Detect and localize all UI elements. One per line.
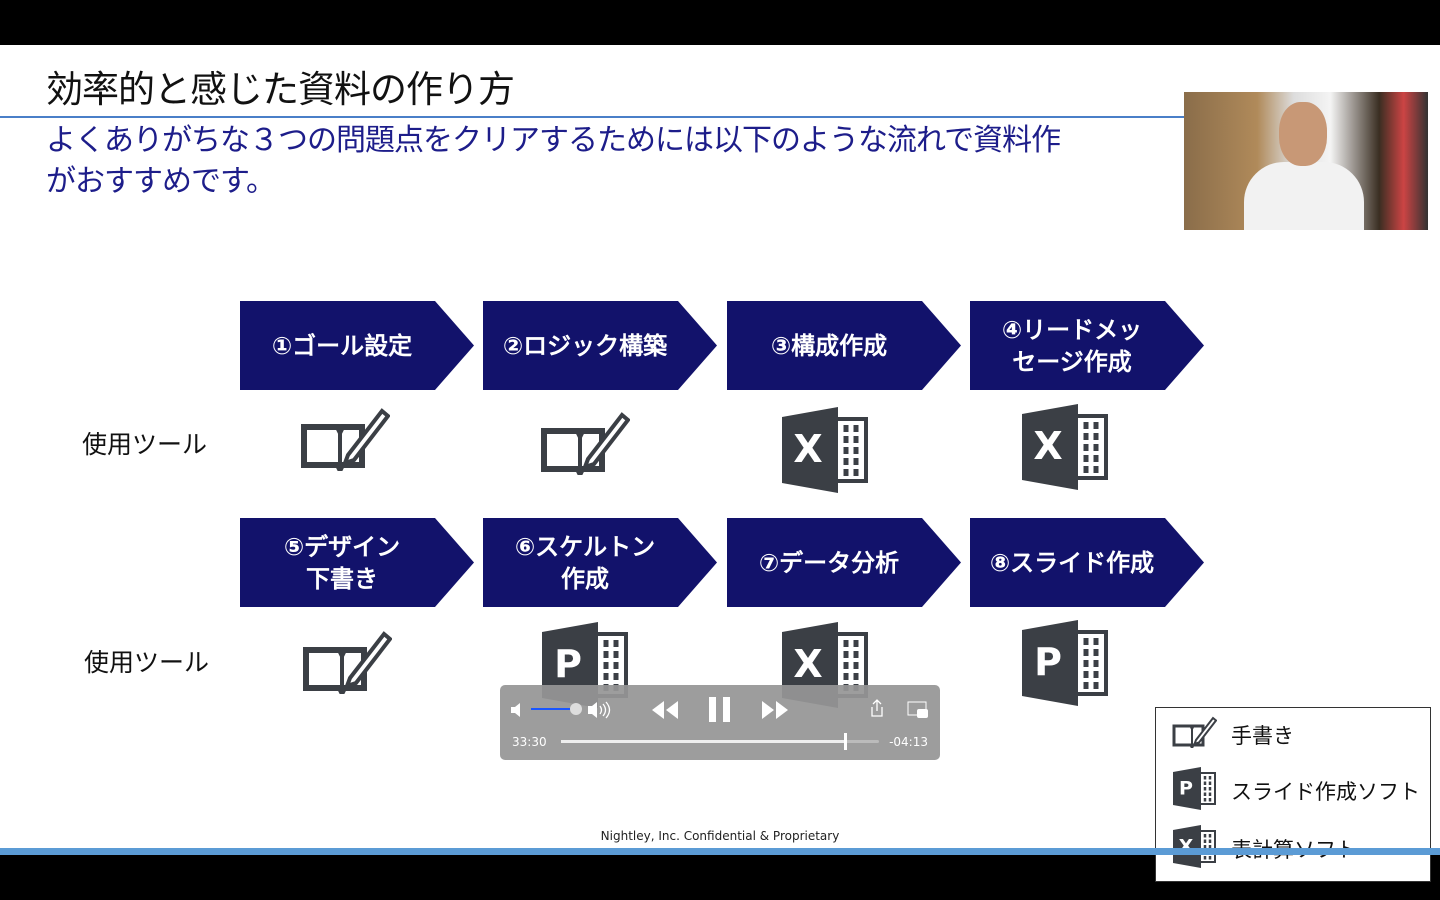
svg-text:X: X [1033, 424, 1062, 468]
remaining-time: -04:13 [889, 735, 928, 749]
step-2: ②ロジック構築 [483, 301, 717, 390]
slide-subtitle: よくありがちな３つの問題点をクリアするためには以下のような流れで資料作 がおすす… [46, 120, 1246, 202]
rewind-icon[interactable] [652, 701, 678, 719]
excel-icon: X [780, 405, 870, 499]
slide-title: 効率的と感じた資料の作り方 [46, 68, 515, 111]
bottom-accent-bar [0, 848, 1440, 855]
pen-notebook-icon [540, 411, 631, 480]
footer: Nightley, Inc. Confidential & Proprietar… [600, 829, 840, 843]
tool-label-row2: 使用ツール [84, 648, 210, 677]
powerpoint-icon: P [1020, 618, 1110, 712]
volume-low-icon[interactable] [510, 703, 526, 717]
pause-icon[interactable] [709, 697, 731, 722]
step-4: ④リードメッセージ作成 [970, 301, 1204, 390]
step-8: ⑧スライド作成 [970, 518, 1204, 607]
step-5: ⑤デザイン下書き [240, 518, 474, 607]
svg-text:X: X [793, 427, 822, 471]
powerpoint-icon: P [1172, 766, 1217, 816]
pen-notebook-icon [300, 407, 391, 476]
video-player-controls: 33:30 -04:13 [500, 685, 940, 760]
share-icon[interactable] [870, 699, 884, 717]
legend-handwriting: 手書き [1231, 723, 1294, 748]
step-6: ⑥スケルトン作成 [483, 518, 717, 607]
elapsed-time: 33:30 [512, 735, 547, 749]
volume-slider[interactable] [531, 708, 576, 710]
subtitle-line-2: がおすすめです。 [46, 164, 276, 199]
svg-text:X: X [793, 642, 822, 686]
pen-notebook-icon [302, 630, 393, 699]
title-divider [0, 116, 1184, 118]
subtitle-line-1: よくありがちな３つの問題点をクリアするためには以下のような流れで資料作 [46, 123, 1061, 158]
volume-high-icon[interactable] [587, 701, 611, 719]
step-3: ③構成作成 [727, 301, 961, 390]
svg-text:P: P [1034, 640, 1062, 684]
svg-text:P: P [554, 642, 582, 686]
pen-notebook-icon [1172, 716, 1218, 753]
legend-slide-software: スライド作成ソフト [1231, 780, 1420, 804]
volume-knob[interactable] [570, 703, 582, 715]
progress-scrubber[interactable] [561, 733, 879, 750]
webcam-video [1184, 92, 1428, 230]
tool-label-row1: 使用ツール [82, 430, 208, 459]
fast-forward-icon[interactable] [762, 701, 788, 719]
step-7: ⑦データ分析 [727, 518, 961, 607]
step-1: ①ゴール設定 [240, 301, 474, 390]
svg-text:P: P [1179, 778, 1193, 800]
picture-in-picture-icon[interactable] [907, 701, 929, 719]
excel-icon: X [1020, 402, 1110, 496]
